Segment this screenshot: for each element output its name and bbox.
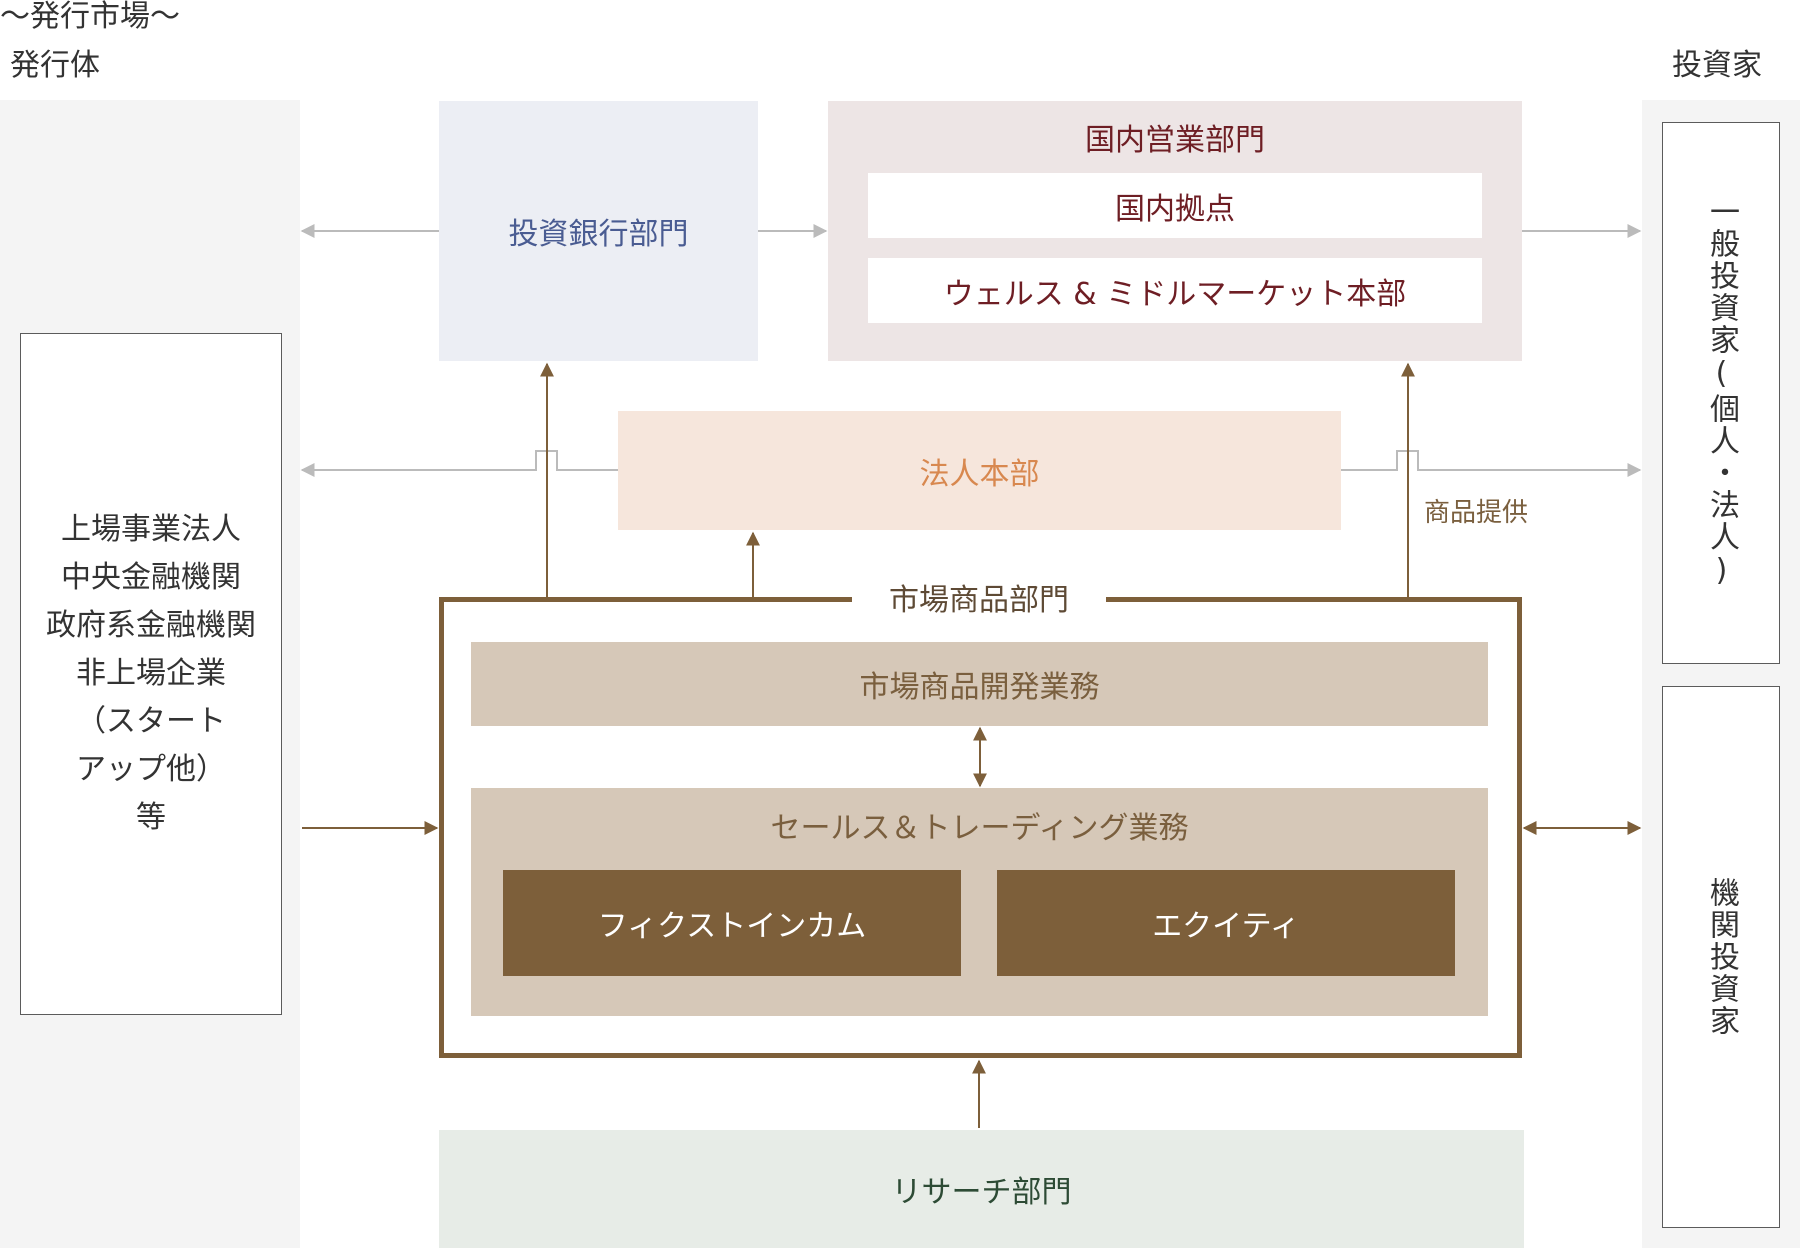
corporate-to-issuer-arrow: [300, 450, 618, 477]
issuer-item: （スタート: [76, 704, 226, 739]
wealth-middle-market-box: ウェルス & ミドルマーケット本部: [868, 258, 1482, 323]
issuer-item: 上場事業法人: [61, 512, 241, 547]
general-investors-box: 一般投資家(個人・法人): [1662, 122, 1780, 664]
product-development-box: 市場商品開発業務: [471, 642, 1488, 726]
investment-banking-box: 投資銀行部門: [439, 101, 758, 361]
issuer-label: 発行体: [10, 48, 100, 83]
institutional-investors-label: 機関投資家: [1704, 877, 1739, 1037]
corporate-to-investor-arrow: [1341, 450, 1642, 477]
investment-banking-label: 投資銀行部門: [508, 217, 689, 252]
issuer-item: 非上場企業: [76, 656, 226, 691]
corporate-hq-box: 法人本部: [618, 411, 1341, 530]
research-box: リサーチ部門: [439, 1130, 1524, 1248]
general-investors-label: 一般投資家(個人・法人): [1704, 196, 1739, 590]
issuer-list: 上場事業法人 中央金融機関 政府系金融機関 非上場企業 （スタート アップ他） …: [46, 506, 256, 842]
investor-label: 投資家: [1672, 48, 1762, 83]
market-title: 〜発行市場〜: [0, 0, 180, 34]
issuer-item: 中央金融機関: [61, 560, 241, 595]
research-label: リサーチ部門: [891, 1175, 1072, 1210]
domestic-sales-title: 国内営業部門: [1085, 123, 1265, 158]
fixed-income-box: フィクストインカム: [503, 870, 961, 976]
product-development-label: 市場商品開発業務: [859, 670, 1100, 705]
issuer-item: アップ他）: [76, 752, 226, 787]
sales-trading-label: セールス＆トレーディング業務: [770, 811, 1189, 846]
equity-box: エクイティ: [997, 870, 1455, 976]
issuer-box: 上場事業法人 中央金融機関 政府系金融機関 非上場企業 （スタート アップ他） …: [20, 333, 282, 1015]
corporate-hq-label: 法人本部: [919, 456, 1040, 492]
domestic-sales-box: 国内営業部門 国内拠点 ウェルス & ミドルマーケット本部: [828, 101, 1522, 361]
issuer-item: 政府系金融機関: [46, 608, 256, 643]
issuer-item: 等: [136, 800, 166, 835]
institutional-investors-box: 機関投資家: [1662, 686, 1780, 1228]
product-provision-label: 商品提供: [1424, 498, 1529, 528]
domestic-branch-box: 国内拠点: [868, 173, 1482, 238]
sales-trading-box: セールス＆トレーディング業務 フィクストインカム エクイティ: [471, 788, 1488, 1016]
global-markets-title: 市場商品部門: [852, 576, 1106, 618]
